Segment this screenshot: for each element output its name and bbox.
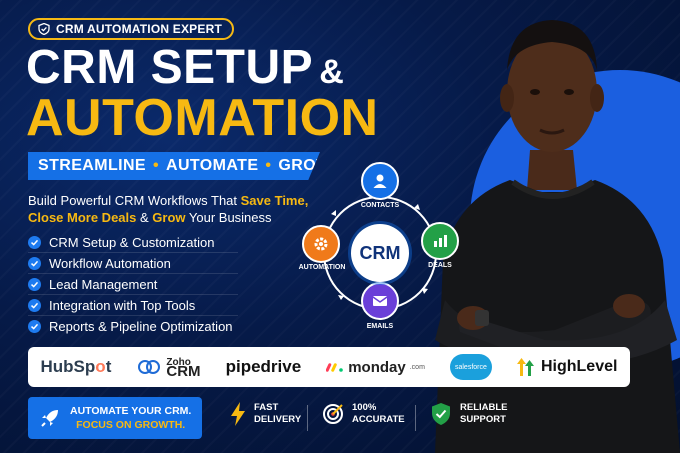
zoho-mark-icon bbox=[138, 360, 161, 374]
automation-node bbox=[302, 225, 340, 263]
gear-icon bbox=[314, 237, 328, 251]
perk-line: 100% bbox=[352, 402, 377, 413]
feature-item: Workflow Automation bbox=[28, 253, 238, 274]
bar-chart-icon bbox=[434, 235, 447, 247]
divider bbox=[307, 405, 308, 431]
logo-text: o bbox=[95, 357, 106, 376]
cta-box: AUTOMATE YOUR CRM. FOCUS ON GROWTH. bbox=[28, 397, 202, 439]
cta-line2: FOCUS ON GROWTH. bbox=[76, 419, 186, 431]
feature-label: CRM Setup & Customization bbox=[49, 234, 215, 250]
salesforce-logo: salesforce bbox=[449, 354, 492, 380]
logo-text: Zoho bbox=[166, 357, 191, 368]
shield-check-icon bbox=[432, 403, 450, 425]
perk-line: DELIVERY bbox=[254, 414, 302, 425]
sub-text: & bbox=[136, 210, 153, 225]
tagline-ribbon: STREAMLINE • AUTOMATE • GROW bbox=[28, 152, 320, 180]
ribbon-dot: • bbox=[265, 157, 272, 174]
highlevel-mark-icon bbox=[516, 358, 534, 376]
logo-text: t bbox=[105, 357, 112, 376]
perk-line: FAST bbox=[254, 402, 279, 413]
logo-text: .com bbox=[409, 363, 425, 371]
check-icon bbox=[28, 319, 41, 333]
perk-line: SUPPORT bbox=[460, 414, 506, 425]
emails-node bbox=[361, 282, 399, 320]
highlevel-logo: HighLevel bbox=[516, 358, 618, 376]
feature-item: Integration with Top Tools bbox=[28, 295, 238, 316]
logo-text: monday bbox=[348, 358, 406, 376]
divider bbox=[415, 405, 416, 431]
monday-mark-icon bbox=[326, 363, 344, 372]
feature-label: Workflow Automation bbox=[49, 255, 171, 271]
perk-line: ACCURATE bbox=[352, 414, 405, 425]
logo-text: HubSp bbox=[40, 357, 96, 376]
headline-text: CRM SETUP bbox=[26, 41, 314, 94]
check-icon bbox=[28, 277, 41, 291]
feature-item: CRM Setup & Customization bbox=[28, 232, 238, 253]
ribbon-item: STREAMLINE bbox=[38, 157, 146, 174]
emails-label: EMAILS bbox=[366, 323, 394, 330]
headline-line1: CRM SETUP& bbox=[26, 44, 344, 92]
shield-check-icon bbox=[38, 23, 50, 35]
deals-label: DEALS bbox=[428, 262, 452, 269]
automation-label: AUTOMATION bbox=[298, 264, 346, 271]
headline-line2: AUTOMATION bbox=[26, 89, 379, 147]
badge-label: CRM AUTOMATION EXPERT bbox=[56, 22, 222, 36]
monday-logo: monday.com bbox=[326, 359, 425, 376]
feature-label: Reports & Pipeline Optimization bbox=[49, 318, 233, 334]
logo-text: CRM bbox=[166, 363, 201, 380]
feature-item: Reports & Pipeline Optimization bbox=[28, 316, 238, 336]
target-icon bbox=[323, 404, 343, 424]
subheadline: Build Powerful CRM Workflows That Save T… bbox=[28, 192, 318, 226]
contacts-label: CONTACTS bbox=[360, 202, 400, 209]
logo-text: HighLevel bbox=[540, 358, 618, 375]
feature-item: Lead Management bbox=[28, 274, 238, 295]
ribbon-dot: • bbox=[153, 157, 160, 174]
check-icon bbox=[28, 235, 41, 249]
sub-highlight: Save Time, Close More Deals bbox=[28, 193, 309, 225]
pipedrive-logo: pipedrive bbox=[225, 357, 302, 376]
rocket-icon bbox=[41, 410, 58, 427]
feature-label: Integration with Top Tools bbox=[49, 297, 196, 313]
sub-text: Your Business bbox=[185, 210, 272, 225]
sub-text: Build Powerful CRM Workflows That bbox=[28, 193, 241, 208]
headline-ampersand: & bbox=[319, 53, 345, 91]
expert-badge: CRM AUTOMATION EXPERT bbox=[28, 18, 234, 40]
user-icon bbox=[373, 174, 387, 188]
cta-line1: AUTOMATE YOUR CRM. bbox=[70, 405, 192, 417]
envelope-icon bbox=[372, 296, 388, 306]
sub-highlight: Grow bbox=[152, 210, 186, 225]
deals-node bbox=[421, 222, 459, 260]
perk-accurate: 100%ACCURATE bbox=[322, 402, 405, 426]
check-icon bbox=[28, 298, 41, 312]
feature-label: Lead Management bbox=[49, 276, 158, 292]
logo-text: salesforce bbox=[449, 354, 492, 380]
crm-hub: CRM bbox=[351, 224, 409, 282]
ribbon-item: AUTOMATE bbox=[166, 157, 259, 174]
lightning-icon bbox=[231, 402, 245, 426]
ribbon-item: GROW bbox=[278, 157, 332, 174]
perk-line: RELIABLE bbox=[460, 402, 508, 413]
contacts-node bbox=[361, 162, 399, 200]
check-icon bbox=[28, 256, 41, 270]
crm-wheel: CONTACTS DEALS EMAILS AUTOMATION CRM bbox=[296, 160, 464, 336]
